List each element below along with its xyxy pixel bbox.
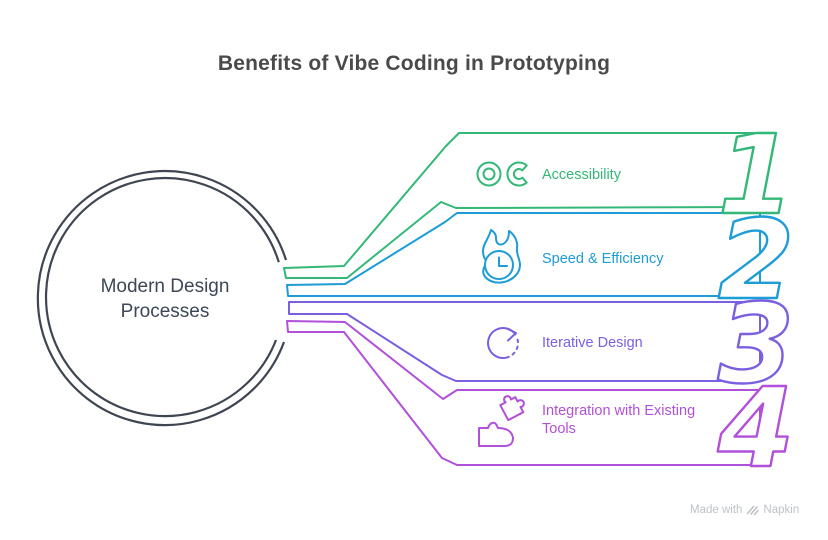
item-label-iterative-design: Iterative Design [542, 335, 643, 351]
item-banner-3 [288, 301, 761, 382]
item-number-2: 2 [718, 196, 795, 324]
item-number-1: 1 [718, 111, 795, 239]
page-title: Benefits of Vibe Coding in Prototyping [217, 52, 611, 75]
item-number-4: 4 [717, 364, 795, 492]
item-label-integration-tools: Integration with Existing Tools [542, 403, 696, 437]
center-circle-inner-arc [44, 176, 280, 418]
item-banner-1 [283, 132, 761, 279]
accessibility-icon [476, 161, 528, 187]
watermark: Made with Napkin [690, 504, 799, 516]
item-banner-4 [286, 320, 761, 466]
center-circle-label: Modern Design Processes [100, 276, 230, 322]
iterate-arrow-icon [487, 327, 519, 360]
item-label-accessibility: Accessibility [542, 167, 621, 183]
item-banner-2 [286, 212, 761, 297]
watermark-brand: Napkin [763, 504, 800, 516]
puzzle-hand-icon [478, 395, 525, 447]
item-label-speed-efficiency: Speed & Efficiency [542, 251, 664, 267]
item-number-3: 3 [718, 280, 795, 408]
speed-clock-icon [482, 229, 521, 284]
watermark-made-with: Made with [690, 504, 743, 516]
napkin-logo-icon [747, 505, 760, 516]
center-circle-outer-arc [36, 170, 288, 427]
